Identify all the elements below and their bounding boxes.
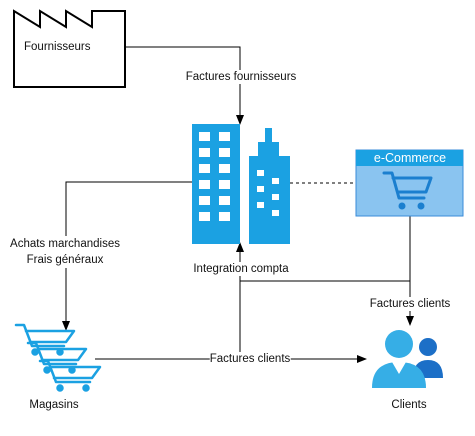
accounting-integration-label: Integration compta bbox=[193, 262, 289, 276]
shopping-cart-window-icon bbox=[355, 149, 464, 217]
clients-label: Clients bbox=[391, 399, 427, 411]
client-invoices-ecommerce-label: Factures clients bbox=[369, 297, 451, 311]
office-buildings-icon bbox=[192, 124, 290, 244]
edge-suppliers-to-company bbox=[125, 46, 244, 125]
ecommerce-label: e-Commerce bbox=[373, 151, 447, 165]
purchases-label-line1: Achats marchandises bbox=[10, 238, 120, 250]
edge-company-to-stores bbox=[62, 181, 192, 331]
suppliers-label: Fournisseurs bbox=[24, 41, 91, 53]
stores-label: Magasins bbox=[29, 399, 79, 411]
shopping-carts-icon bbox=[14, 323, 102, 392]
purchases-label: Achats marchandises Frais généraux bbox=[10, 236, 120, 268]
factory-icon bbox=[13, 9, 126, 88]
client-invoices-stores-label: Factures clients bbox=[209, 352, 291, 366]
supplier-invoices-label: Factures fournisseurs bbox=[185, 70, 297, 84]
purchases-label-line2: Frais généraux bbox=[26, 254, 104, 266]
users-icon bbox=[372, 330, 443, 388]
